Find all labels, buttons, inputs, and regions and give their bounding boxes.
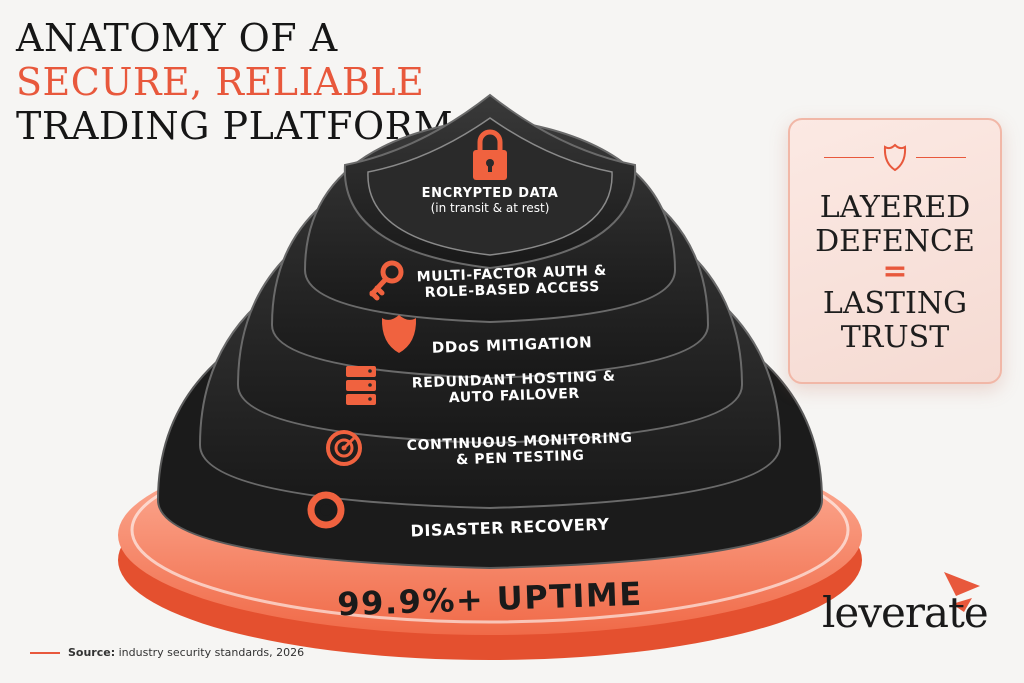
server-icon: [346, 366, 376, 405]
layer-label-encrypted-data: ENCRYPTED DATA (in transit & at rest): [400, 186, 580, 215]
brand-logo: leverate: [822, 588, 989, 637]
divider: [824, 157, 874, 158]
ring-encryption-shield: [343, 93, 637, 270]
shield-outline-icon: [883, 143, 907, 172]
shield-icon: [381, 315, 417, 353]
radar-icon: [326, 430, 362, 466]
callout-equals: =: [882, 254, 908, 289]
divider: [916, 157, 966, 158]
layer-label-subline: (in transit & at rest): [430, 201, 550, 215]
layer-label-line: ENCRYPTED DATA: [421, 186, 559, 201]
lifebuoy-icon: [307, 491, 345, 529]
callout-card: LAYERED DEFENCE = LASTING TRUST: [788, 118, 1002, 384]
lock-icon: [473, 129, 507, 180]
title-line-2: SECURE, RELIABLE: [16, 60, 425, 104]
source-note: Source: industry security standards, 202…: [30, 646, 304, 659]
title-line-3: TRADING PLATFORM: [16, 104, 454, 148]
callout-line-4: TRUST: [840, 320, 950, 355]
source-rule: [30, 652, 60, 654]
callout-line-3: LASTING: [822, 286, 968, 321]
source-label: Source:: [68, 646, 116, 659]
page-title: ANATOMY OF A SECURE, RELIABLE TRADING PL…: [16, 16, 453, 148]
callout-line-1: LAYERED: [819, 190, 971, 225]
title-line-1: ANATOMY OF A: [16, 16, 338, 60]
brand-logo-mark: [944, 572, 980, 612]
key-icon: [369, 260, 404, 301]
source-text: industry security standards, 2026: [118, 646, 305, 659]
callout-line-2: DEFENCE: [815, 224, 975, 259]
